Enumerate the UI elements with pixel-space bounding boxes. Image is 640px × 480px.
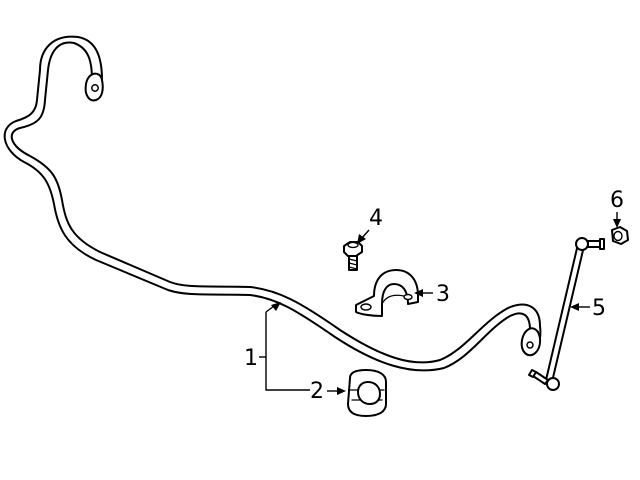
bracket	[355, 269, 419, 317]
callout-1: 1	[244, 302, 310, 391]
callout-label-6: 6	[610, 188, 624, 213]
bushing	[347, 369, 387, 417]
arrowhead	[337, 387, 346, 395]
callout-3: 3	[414, 282, 450, 307]
arrowhead	[570, 303, 579, 311]
nut	[611, 226, 629, 245]
callout-label-2: 2	[310, 379, 324, 404]
callout-label-1: 1	[244, 346, 258, 371]
bolt	[343, 241, 363, 271]
callout-label-5: 5	[592, 296, 606, 321]
arrowhead	[271, 302, 281, 311]
callout-label-4: 4	[369, 206, 383, 231]
arrowhead	[613, 219, 621, 228]
stabilizer-link	[528, 237, 605, 391]
arrowhead	[414, 289, 423, 297]
callout-4: 4	[357, 206, 383, 244]
arrowhead	[357, 234, 366, 244]
callout-2: 2	[310, 379, 346, 404]
callout-label-3: 3	[436, 282, 450, 307]
stabilizer-bar	[3, 35, 542, 372]
callout-5: 5	[570, 296, 606, 321]
callout-6: 6	[610, 188, 624, 228]
